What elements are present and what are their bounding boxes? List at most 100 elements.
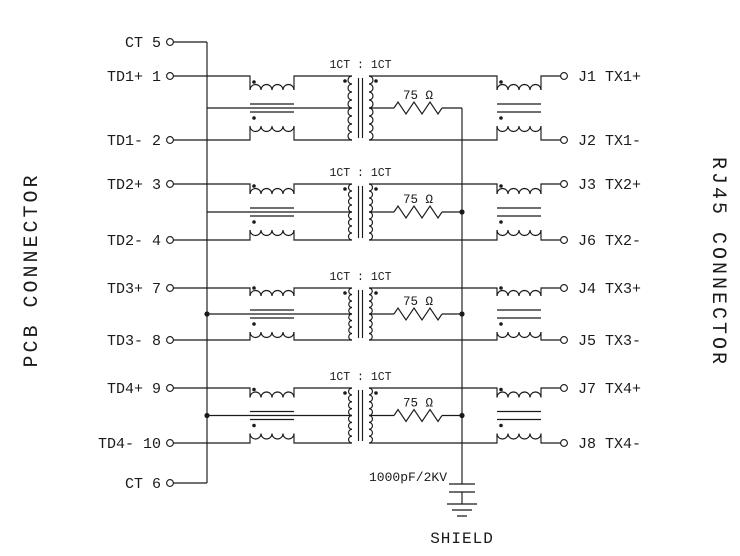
wire	[173, 332, 251, 341]
right-pin-label: J3 TX2+	[578, 177, 641, 194]
left-pin-label: TD3- 8	[107, 333, 161, 350]
polarity-dot	[252, 184, 256, 188]
polarity-dot	[343, 391, 347, 395]
wire	[293, 332, 352, 341]
choke-winding	[249, 290, 295, 297]
choke-core	[250, 103, 294, 113]
wire	[540, 287, 561, 296]
left-pin-label: TD2+ 3	[107, 177, 161, 194]
left-pin-label: CT 5	[125, 35, 161, 52]
right-pin	[560, 284, 568, 292]
right-pin	[560, 180, 568, 188]
choke-winding	[496, 331, 542, 338]
right-pin-label: J7 TX4+	[578, 381, 641, 398]
choke-winding	[496, 433, 542, 440]
resistor-value-label: 75 Ω	[403, 89, 434, 103]
right-pin-label: J8 TX4-	[578, 436, 641, 453]
wire	[540, 126, 561, 141]
resistor	[393, 204, 443, 220]
choke-winding	[496, 391, 542, 398]
left-pin-label: TD4- 10	[98, 436, 161, 453]
choke-winding	[496, 229, 542, 236]
junction-dot	[204, 412, 210, 419]
left-pin-label: TD1- 2	[107, 133, 161, 150]
choke-winding	[496, 290, 542, 297]
wire	[173, 387, 251, 398]
polarity-dot	[499, 184, 503, 188]
wire	[540, 75, 561, 90]
wire	[540, 332, 561, 341]
capacitor	[449, 483, 475, 493]
wire	[369, 126, 498, 141]
rj45-connector-title: RJ45 CONNECTOR	[706, 157, 729, 367]
wire	[173, 230, 251, 241]
polarity-dot	[374, 187, 378, 191]
left-pin	[166, 284, 174, 292]
left-pin	[166, 38, 174, 46]
wire	[173, 287, 251, 296]
wire	[293, 230, 352, 241]
right-pin	[560, 336, 568, 344]
choke-winding	[249, 188, 295, 195]
polarity-dot	[499, 220, 503, 224]
right-pin	[560, 236, 568, 244]
polarity-dot	[252, 423, 256, 428]
resistor	[393, 306, 443, 322]
wire	[369, 433, 498, 444]
right-pin-label: J1 TX1+	[578, 69, 641, 86]
wire	[293, 387, 352, 398]
right-pin	[560, 72, 568, 80]
polarity-dot	[252, 322, 256, 326]
right-pin-label: J2 TX1-	[578, 133, 641, 150]
choke-winding	[249, 433, 295, 440]
polarity-dot	[499, 116, 503, 120]
left-pin-label: TD1+ 1	[107, 69, 161, 86]
transformer-core	[357, 78, 364, 138]
shield-label: SHIELD	[430, 530, 494, 548]
polarity-dot	[499, 423, 503, 428]
left-pin	[166, 439, 174, 447]
choke-core	[250, 309, 294, 319]
wire	[293, 183, 352, 194]
polarity-dot	[252, 80, 256, 84]
choke-core	[497, 410, 541, 421]
wire	[173, 126, 251, 141]
choke-winding	[249, 331, 295, 338]
left-pin	[166, 336, 174, 344]
turns-ratio-label: 1CT : 1CT	[329, 167, 391, 180]
choke-core	[250, 410, 294, 421]
right-pin	[560, 439, 568, 447]
wire	[293, 126, 352, 141]
left-pin	[166, 72, 174, 80]
resistor-value-label: 75 Ω	[403, 193, 434, 207]
left-pin-label: CT 6	[125, 476, 161, 493]
wire	[369, 332, 498, 341]
polarity-dot	[374, 291, 378, 295]
wire	[540, 387, 561, 398]
resistor	[393, 408, 443, 423]
left-pin	[166, 384, 174, 392]
choke-core	[250, 207, 294, 217]
polarity-dot	[343, 187, 347, 191]
choke-winding	[249, 125, 295, 132]
wire	[369, 387, 498, 398]
left-pin-label: TD3+ 7	[107, 281, 161, 298]
choke-core	[497, 207, 541, 217]
choke-winding	[249, 391, 295, 398]
wire	[369, 75, 498, 90]
choke-winding	[249, 229, 295, 236]
turns-ratio-label: 1CT : 1CT	[329, 59, 391, 72]
wire	[173, 183, 251, 194]
choke-winding	[496, 84, 542, 91]
choke-winding	[496, 188, 542, 195]
polarity-dot	[343, 79, 347, 83]
resistor-value-label: 75 Ω	[403, 397, 434, 411]
left-pin	[166, 136, 174, 144]
polarity-dot	[499, 286, 503, 290]
wire	[369, 287, 498, 296]
polarity-dot	[374, 391, 378, 395]
ground-symbol	[447, 503, 477, 517]
polarity-dot	[252, 387, 256, 392]
